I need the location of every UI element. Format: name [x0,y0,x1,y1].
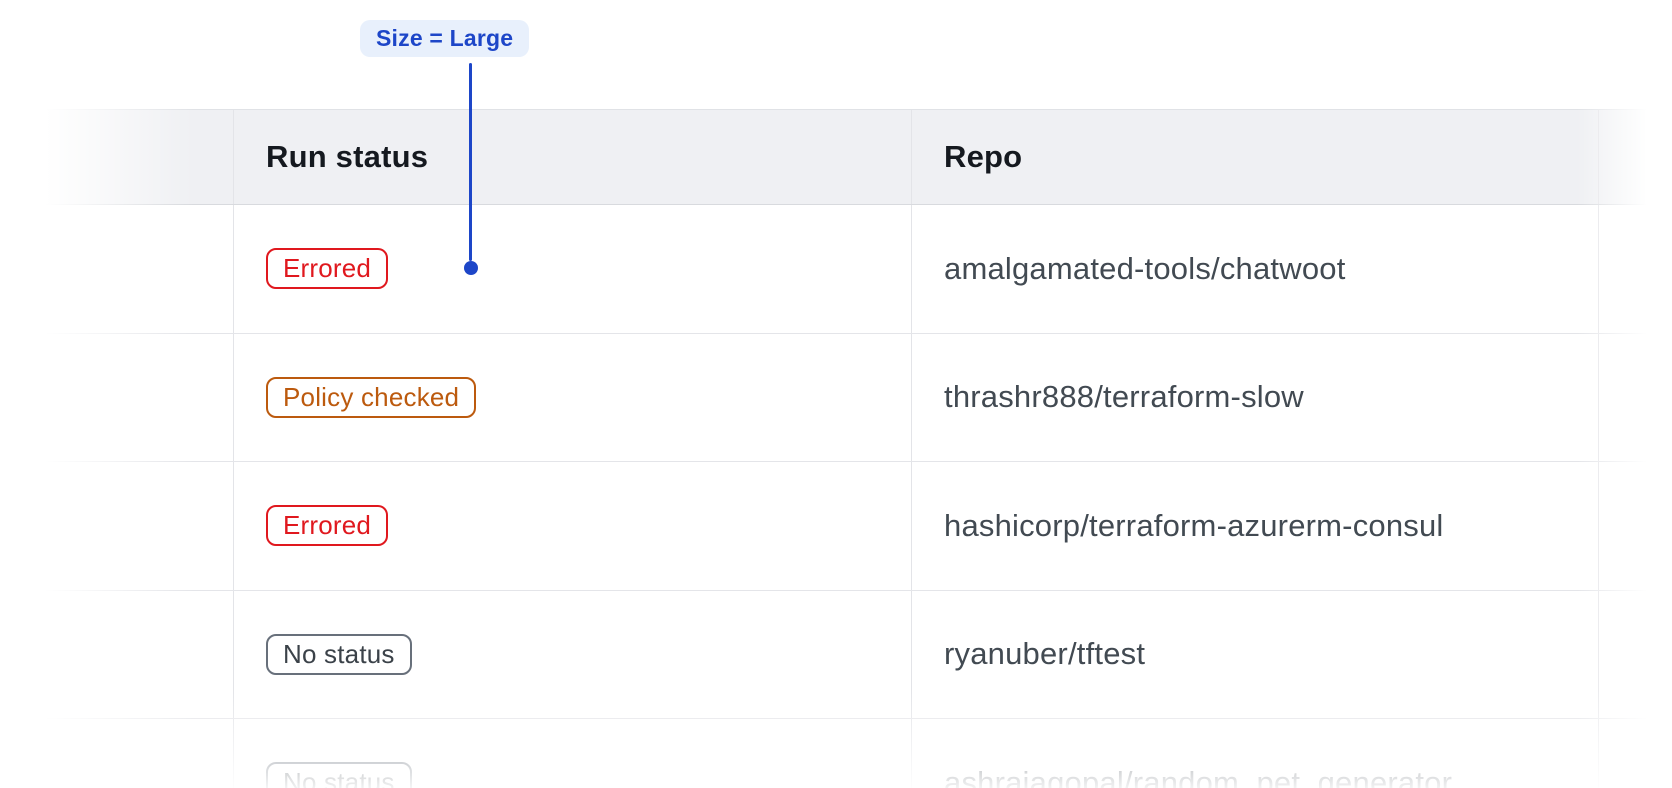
annotation-pointer-dot [464,261,478,275]
repo-name: ryanuber/tftest [944,636,1146,672]
run-status-cell: Errored [233,205,911,333]
table-header-row: Run status Repo [0,110,1672,205]
trailing-cell [1598,205,1672,333]
table-row[interactable]: No status ashrajagopal/random_pet_genera… [0,719,1672,788]
run-status-cell: Policy checked [233,333,911,461]
repo-cell: amalgamated-tools/chatwoot [911,205,1598,333]
column-header-leading [0,110,233,204]
runs-table: Run status Repo Errored amalgamated-tool… [0,109,1672,788]
trailing-cell [1598,719,1672,788]
status-badge: Errored [266,248,389,290]
trailing-cell [1598,462,1672,590]
repo-cell: ryanuber/tftest [911,590,1598,718]
column-header-repo: Repo [911,110,1598,204]
repo-cell: ashrajagopal/random_pet_generator [911,719,1598,788]
leading-cell [0,591,233,719]
run-status-cell: Errored [233,462,911,590]
status-badge: Policy checked [266,376,477,418]
status-badge: No status [266,762,412,788]
column-header-trailing [1598,110,1672,204]
column-header-label: Repo [944,139,1023,174]
repo-cell: hashicorp/terraform-azurerm-consul [911,462,1598,590]
repo-cell: thrashr888/terraform-slow [911,333,1598,461]
leading-cell [0,334,233,462]
leading-cell [0,205,233,333]
table-row[interactable]: No status ryanuber/tftest [0,590,1672,719]
table-row[interactable]: Policy checked thrashr888/terraform-slow [0,333,1672,462]
leading-cell [0,462,233,590]
repo-name: hashicorp/terraform-azurerm-consul [944,507,1444,543]
table-row[interactable]: Errored amalgamated-tools/chatwoot [0,205,1672,334]
run-status-cell: No status [233,719,911,788]
column-header-label: Run status [266,139,429,174]
annotation-pill-label: Size = Large [360,20,530,57]
table-row[interactable]: Errored hashicorp/terraform-azurerm-cons… [0,462,1672,591]
column-header-run-status: Run status [233,110,911,204]
trailing-cell [1598,333,1672,461]
repo-name: ashrajagopal/random_pet_generator [944,764,1453,788]
repo-name: amalgamated-tools/chatwoot [944,250,1346,286]
repo-name: thrashr888/terraform-slow [944,379,1304,415]
status-badge: Errored [266,505,389,547]
run-status-cell: No status [233,590,911,718]
trailing-cell [1598,590,1672,718]
leading-cell [0,719,233,788]
annotation-pointer-line [469,63,472,261]
status-badge: No status [266,633,412,675]
